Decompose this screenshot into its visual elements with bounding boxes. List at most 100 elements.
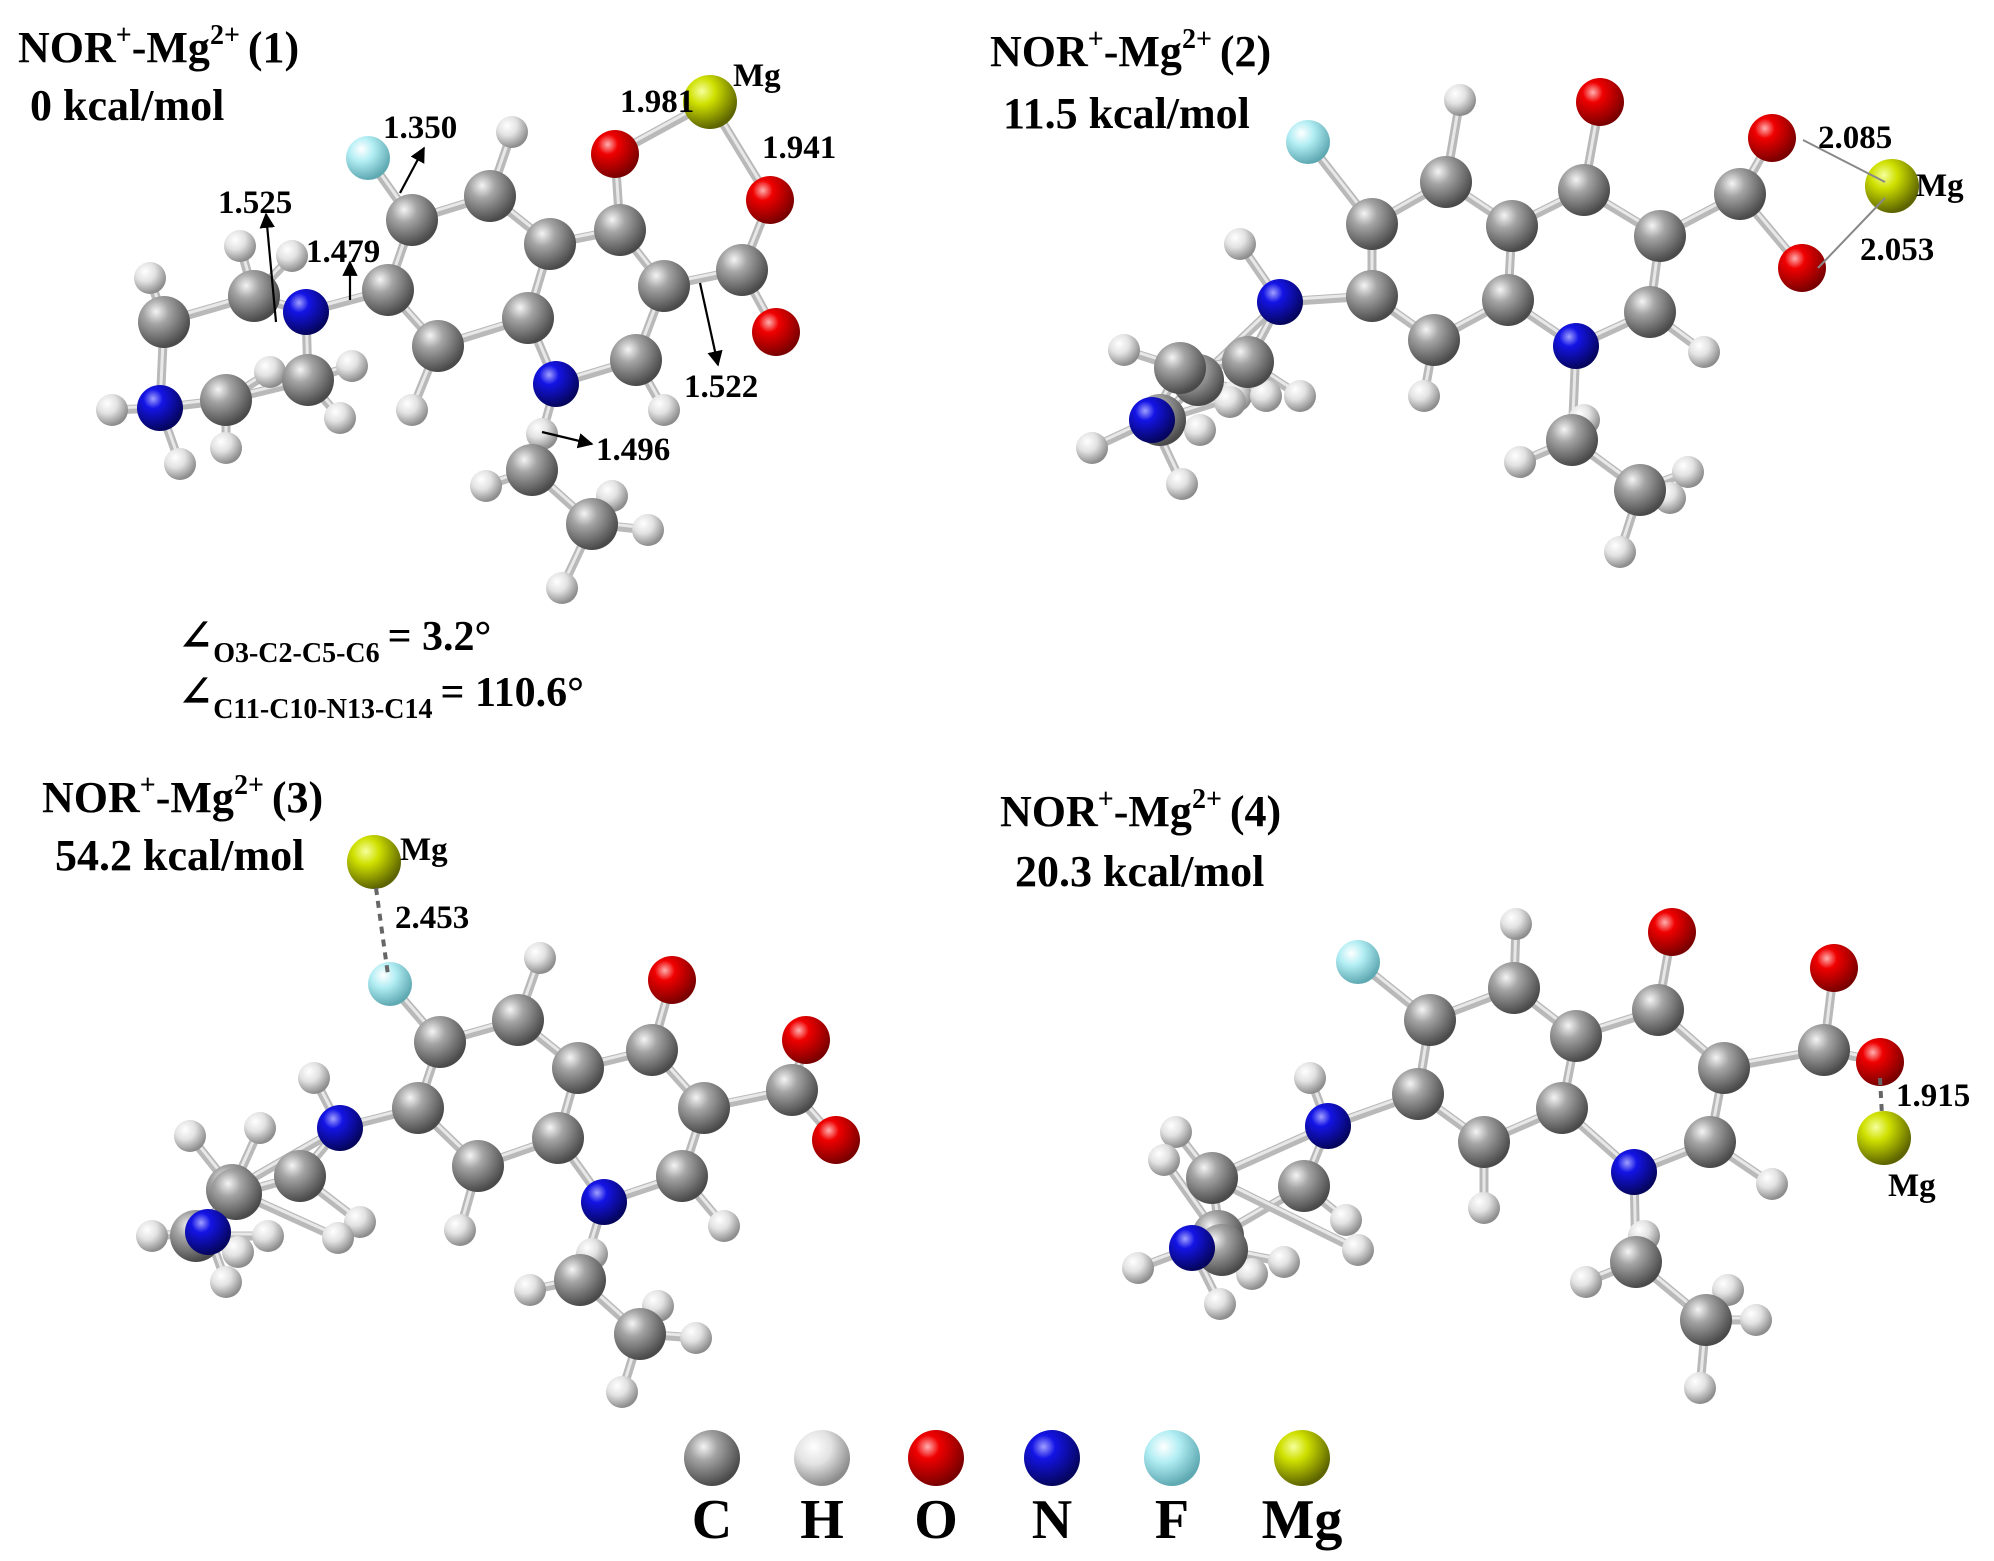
atom-h: [222, 1236, 254, 1268]
distance-2053: 2.053: [1860, 232, 1934, 268]
atom-n: [1257, 279, 1303, 325]
atom-c: [386, 194, 438, 246]
atom-h: [1204, 1288, 1236, 1320]
atom-h: [1108, 334, 1140, 366]
mg-label-1: Mg: [733, 58, 781, 94]
atom-h: [1184, 414, 1216, 446]
atom-c: [566, 498, 618, 550]
atom-c: [138, 296, 190, 348]
mg-label-4: Mg: [1888, 1168, 1936, 1204]
legend-swatch-f: [1144, 1430, 1200, 1486]
atom-c: [524, 218, 576, 270]
mg-o-link-4: [1878, 1077, 1884, 1117]
panel-2-annotations: 2.085 Mg 2.053: [1802, 120, 1964, 269]
atom-o: [746, 176, 794, 224]
angle-2: ∠C11-C10-N13-C14= 110.6°: [178, 670, 584, 725]
atom-h: [1756, 1168, 1788, 1200]
atom-c: [506, 444, 558, 496]
panel-4-title: NOR+-Mg2+(4): [1000, 784, 1281, 836]
atom-n: [137, 385, 183, 431]
atom-mg: [347, 835, 401, 889]
atom-c: [1186, 1152, 1238, 1204]
atom-h: [134, 262, 166, 294]
atom-h: [224, 230, 256, 262]
panel-4-header: NOR+-Mg2+(4) 20.3 kcal/mol: [1000, 784, 1281, 896]
atom-h: [680, 1322, 712, 1354]
panel-1-title: NOR+-Mg2+(1): [18, 20, 299, 72]
atom-c: [1798, 1024, 1850, 1076]
atom-h: [1250, 380, 1282, 412]
legend-item-n: N: [1024, 1430, 1080, 1551]
atom-h: [1214, 386, 1246, 418]
atom-h: [708, 1210, 740, 1242]
atom-h: [1688, 336, 1720, 368]
atom-h: [1148, 1144, 1180, 1176]
atom-o: [1856, 1038, 1904, 1086]
atom-c: [1632, 984, 1684, 1036]
atom-h: [396, 394, 428, 426]
atom-c: [210, 1168, 262, 1220]
atom-c: [1558, 164, 1610, 216]
atom-h: [1284, 380, 1316, 412]
atom-c: [552, 1042, 604, 1094]
atom-c: [638, 260, 690, 312]
atom-h: [298, 1062, 330, 1094]
atom-h: [324, 402, 356, 434]
atom-c: [766, 1064, 818, 1116]
arrow-1496: [541, 430, 594, 449]
atom-n: [581, 1179, 627, 1225]
atom-n: [283, 289, 329, 335]
mg-f-link-3: [374, 887, 390, 976]
atom-c: [1536, 1082, 1588, 1134]
molecule-1: [96, 75, 800, 604]
atom-h: [1330, 1204, 1362, 1236]
mg-label-2: Mg: [1916, 168, 1964, 204]
distance-1479: 1.479: [306, 234, 380, 270]
atom-c: [1714, 168, 1766, 220]
distance-2085: 2.085: [1818, 120, 1892, 156]
atom-h: [444, 1214, 476, 1246]
legend-item-h: H: [794, 1430, 850, 1551]
atom-c: [282, 354, 334, 406]
mg-o-link-2b: [1817, 197, 1886, 269]
atom-h: [470, 470, 502, 502]
atom-h: [1342, 1234, 1374, 1266]
atom-n: [1169, 1225, 1215, 1271]
atom-h: [164, 448, 196, 480]
atom-c: [1624, 286, 1676, 338]
atom-c: [610, 334, 662, 386]
atom-h: [1468, 1192, 1500, 1224]
panel-2-title: NOR+-Mg2+(2): [990, 24, 1271, 76]
atom-c: [1458, 1116, 1510, 1168]
atom-c: [1614, 464, 1666, 516]
atom-h: [524, 942, 556, 974]
atom-h: [96, 394, 128, 426]
atom-f: [1286, 120, 1330, 164]
atom-h: [1444, 84, 1476, 116]
atom-c: [1680, 1294, 1732, 1346]
atom-o: [1748, 114, 1796, 162]
atom-c: [1546, 414, 1598, 466]
distance-1350: 1.350: [383, 110, 457, 146]
atom-h: [210, 1266, 242, 1298]
atom-c: [594, 204, 646, 256]
legend-item-c: C: [684, 1430, 740, 1551]
atom-n: [533, 361, 579, 407]
atom-c: [412, 320, 464, 372]
atom-c: [1404, 994, 1456, 1046]
atom-o: [1778, 244, 1826, 292]
atom-n: [185, 1209, 231, 1255]
atom-mg: [683, 75, 737, 129]
panel-1-header: NOR+-Mg2+(1) 0 kcal/mol: [18, 20, 299, 130]
atom-h: [1712, 1274, 1744, 1306]
atom-c: [452, 1140, 504, 1192]
atom-h: [526, 418, 558, 450]
atom-c: [554, 1254, 606, 1306]
distance-1496: 1.496: [596, 432, 670, 468]
legend-label-f: F: [1155, 1489, 1189, 1551]
atom-c: [532, 1112, 584, 1164]
atom-h: [546, 572, 578, 604]
atom-h: [606, 1376, 638, 1408]
distance-1525: 1.525: [218, 185, 292, 221]
legend-label-mg: Mg: [1262, 1489, 1343, 1551]
